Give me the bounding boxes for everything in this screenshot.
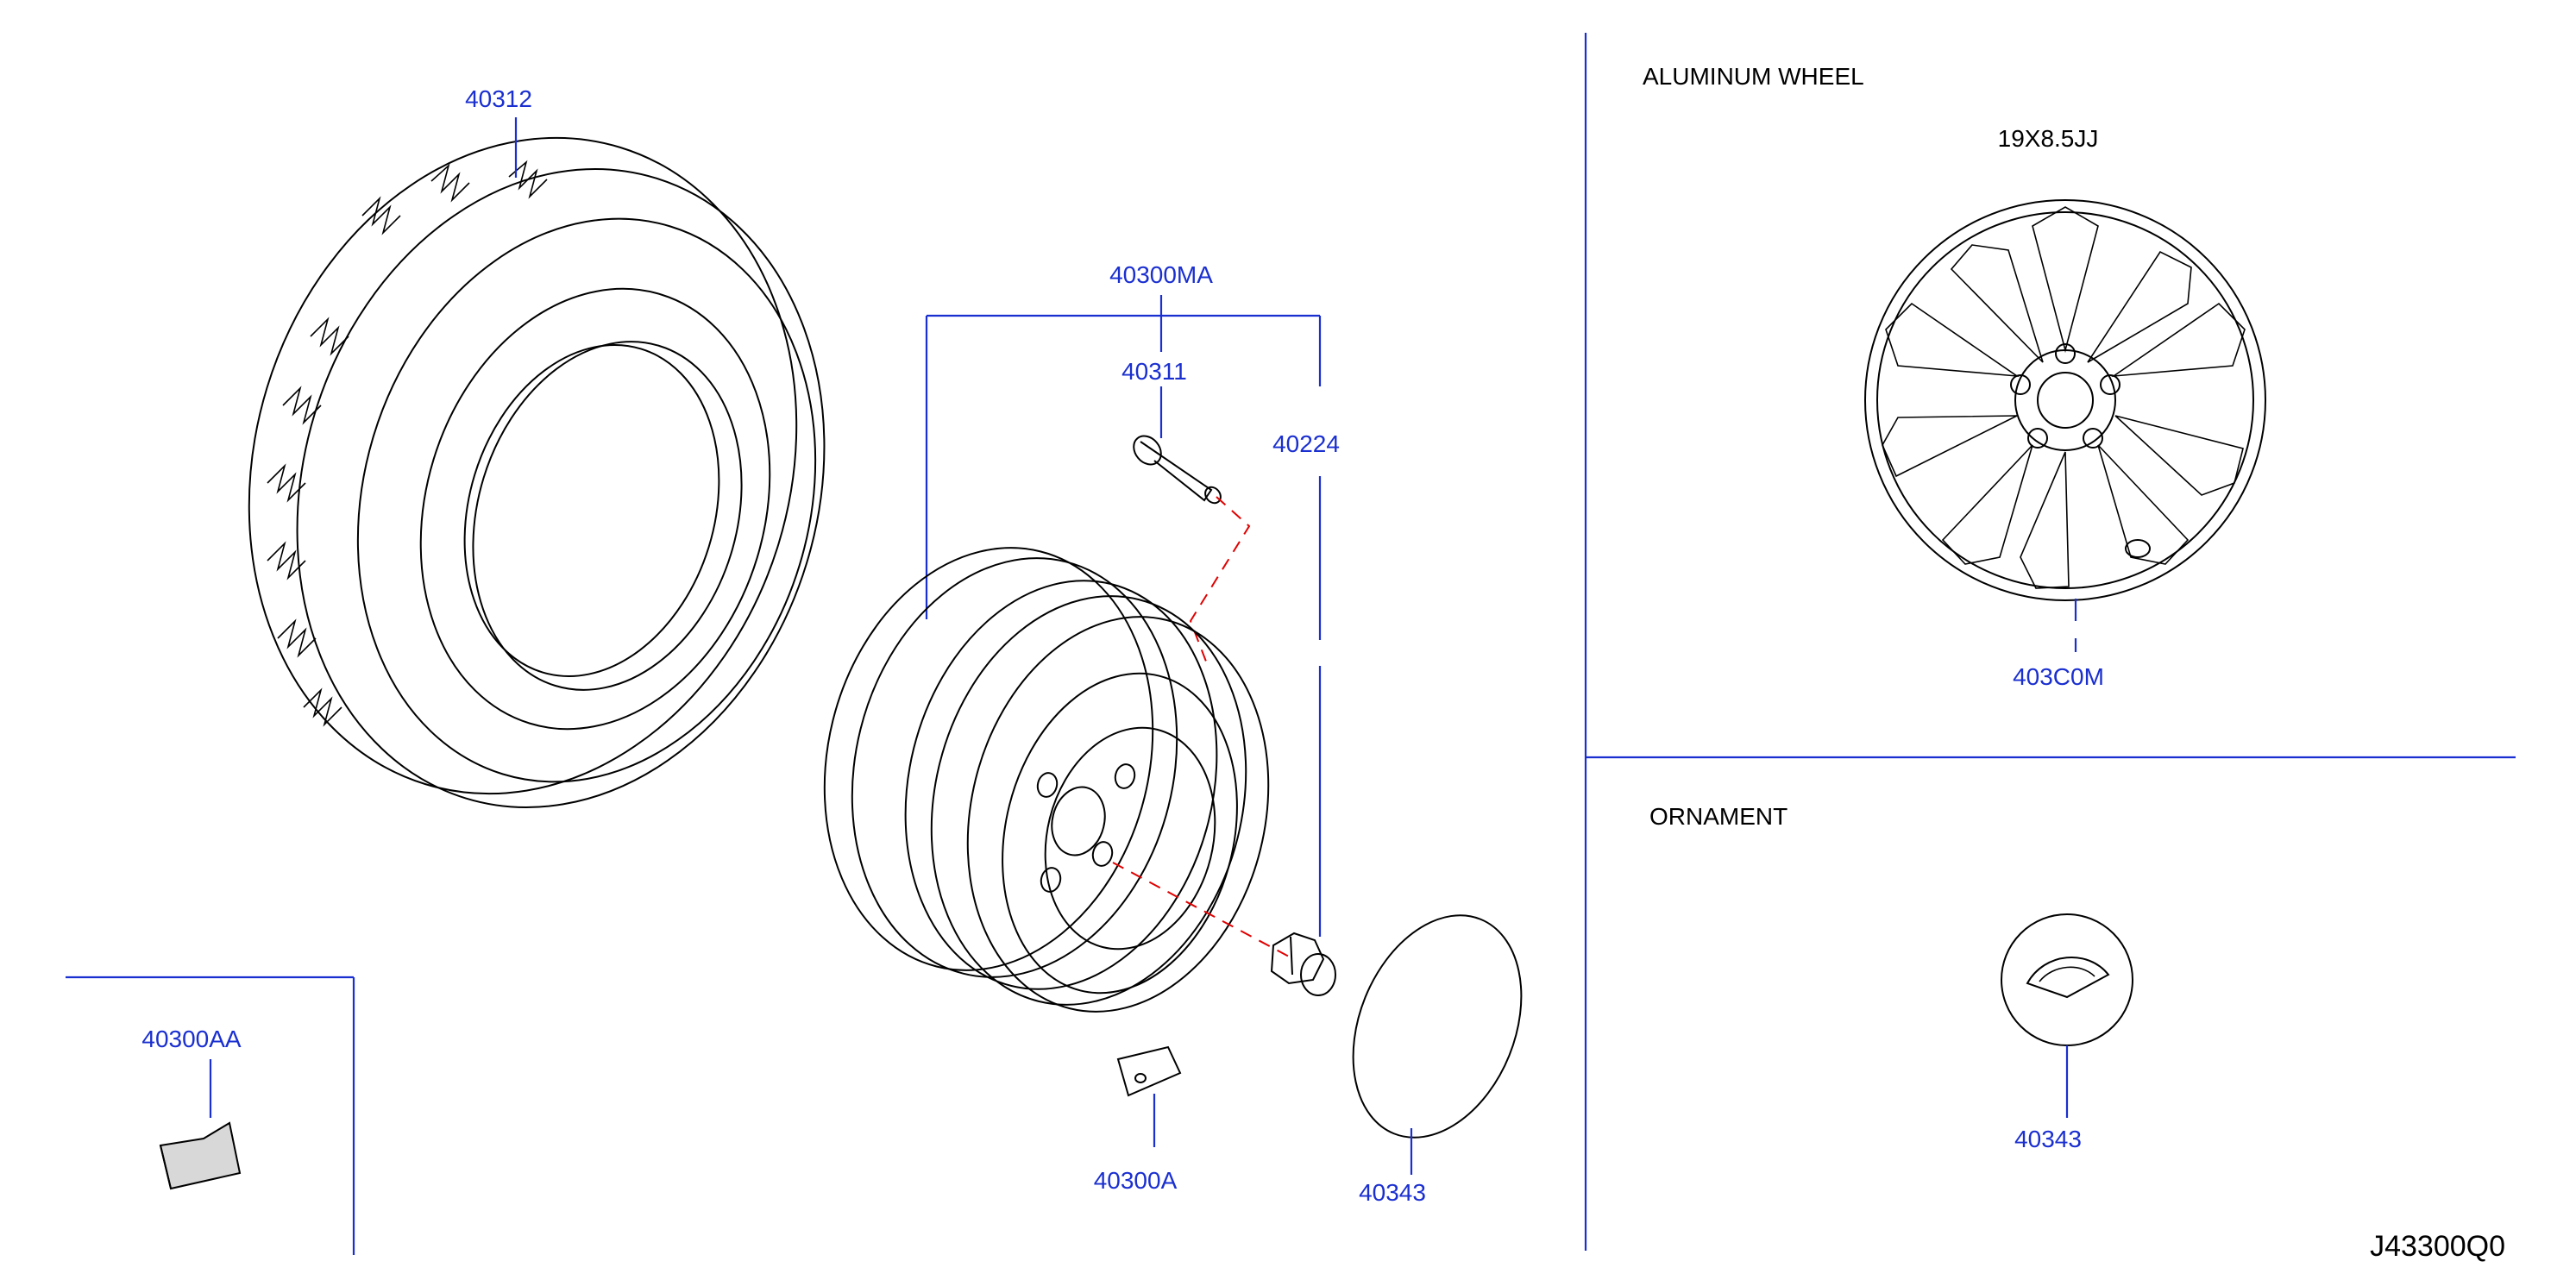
infiniti-ornament-icon[interactable] bbox=[2001, 913, 2133, 1046]
tire-icon[interactable] bbox=[170, 69, 902, 873]
tire-part-number[interactable]: 40312 bbox=[465, 85, 532, 112]
section-dividers bbox=[66, 33, 2516, 1255]
nut-guide-line bbox=[1112, 862, 1291, 958]
ornament-callout: 40343 bbox=[2014, 1045, 2082, 1152]
valve-icon[interactable] bbox=[1128, 430, 1224, 506]
aluminum-wheel-title: ALUMINUM WHEEL bbox=[1643, 63, 1864, 90]
balance-weight-aa-icon[interactable] bbox=[159, 1121, 242, 1190]
ornament-title: ORNAMENT bbox=[1649, 803, 1787, 830]
wheel-assy-bracket: 40300MA 40311 40224 bbox=[925, 261, 1340, 937]
wheel-nut-icon[interactable] bbox=[1270, 932, 1336, 996]
tire-callout: 40312 bbox=[465, 85, 532, 178]
weight-aa-callout: 40300AA bbox=[141, 1026, 242, 1118]
cap-callout: 40343 bbox=[1359, 1128, 1426, 1206]
weight-a-part-number[interactable]: 40300A bbox=[1094, 1167, 1178, 1194]
aluminum-wheel-size: 19X8.5JJ bbox=[1998, 125, 2099, 152]
balance-weight-icon[interactable] bbox=[1116, 1045, 1182, 1097]
nut-part-number[interactable]: 40224 bbox=[1272, 430, 1340, 457]
center-cap-icon[interactable] bbox=[1322, 890, 1552, 1163]
alloy-wheel-part-number[interactable]: 403C0M bbox=[2013, 663, 2104, 690]
ornament-part-number[interactable]: 40343 bbox=[2014, 1126, 2082, 1152]
steel-wheel-icon[interactable] bbox=[782, 512, 1310, 1044]
valve-part-number[interactable]: 40311 bbox=[1122, 358, 1187, 385]
weight-a-callout: 40300A bbox=[1094, 1094, 1178, 1194]
wheel-assy-part-number[interactable]: 40300MA bbox=[1109, 261, 1213, 288]
alloy-wheel-icon[interactable] bbox=[1864, 199, 2266, 601]
valve-guide-line bbox=[1189, 496, 1251, 667]
cap-part-number[interactable]: 40343 bbox=[1359, 1179, 1426, 1206]
alloy-wheel-callout: 403C0M bbox=[2013, 599, 2104, 690]
diagram-code: J43300Q0 bbox=[2370, 1230, 2505, 1263]
weight-aa-part-number[interactable]: 40300AA bbox=[141, 1026, 242, 1052]
